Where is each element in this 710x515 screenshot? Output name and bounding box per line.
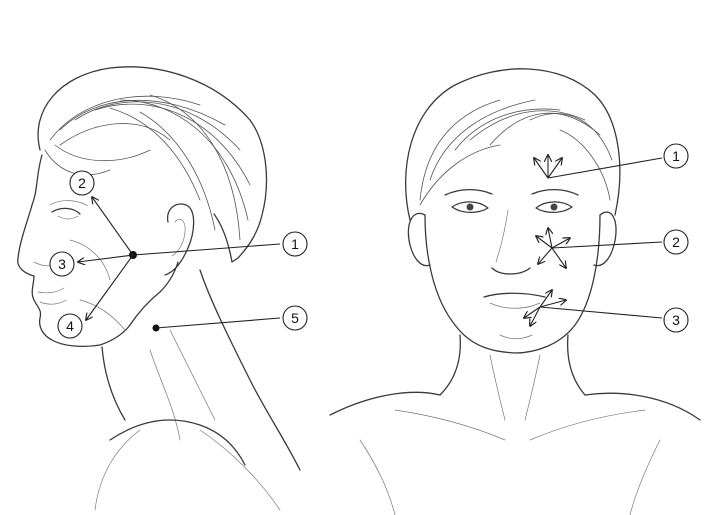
side-marker-1: 1 [283, 232, 307, 256]
front-marker-2: 2 [664, 230, 688, 254]
front-leader-3 [540, 307, 662, 318]
front-view-head [330, 69, 700, 515]
side-marker-3: 3 [50, 252, 74, 276]
front-arrow-cluster-3 [524, 290, 662, 326]
front-marker-3: 3 [664, 308, 688, 332]
front-marker-1-label: 1 [672, 148, 680, 164]
side-ear [165, 204, 194, 275]
side-marker-4: 4 [58, 314, 82, 338]
front-marker-1: 1 [664, 144, 688, 168]
side-view-head [18, 67, 300, 510]
side-marker-5-label: 5 [291, 310, 299, 326]
side-marker-1-label: 1 [291, 236, 299, 252]
side-marker-5: 5 [283, 306, 307, 330]
side-marker-2: 2 [70, 171, 94, 195]
side-arrow-4 [86, 255, 133, 320]
side-arrow-2 [92, 197, 133, 255]
front-view-pointers [524, 155, 662, 326]
front-face-outline [425, 215, 600, 353]
front-leader-1 [548, 158, 662, 178]
side-marker-2-label: 2 [78, 175, 86, 191]
side-arrow-3 [78, 255, 133, 262]
front-leader-2 [552, 242, 662, 248]
side-leader-5 [156, 318, 280, 328]
side-leader-1 [133, 244, 280, 255]
front-marker-2-label: 2 [672, 234, 680, 250]
side-marker-3-label: 3 [58, 256, 66, 272]
front-marker-3-label: 3 [672, 312, 680, 328]
side-marker-4-label: 4 [66, 318, 74, 334]
